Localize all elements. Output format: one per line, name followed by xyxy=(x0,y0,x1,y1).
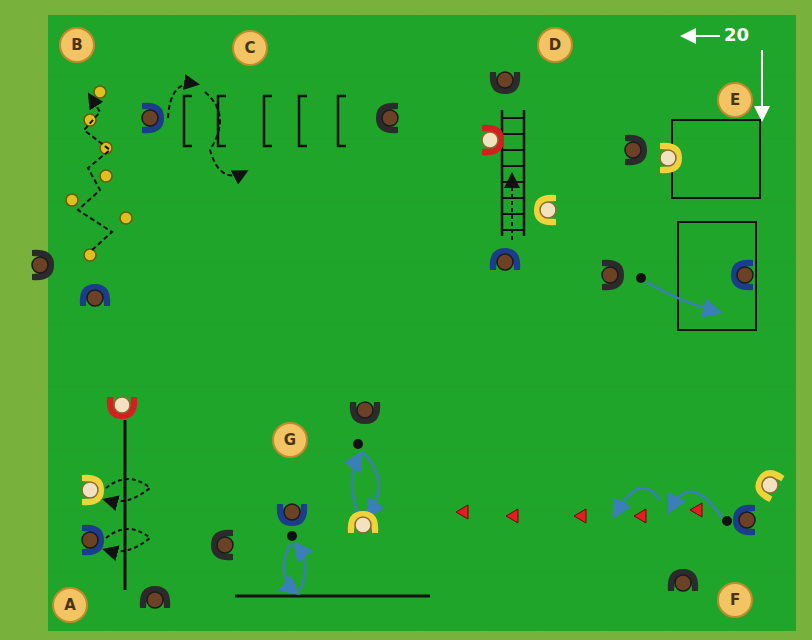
station-letter: D xyxy=(549,38,561,53)
station-letter: A xyxy=(64,598,76,613)
dimension-label: 20 xyxy=(724,26,749,44)
station-marker: G xyxy=(272,422,308,458)
station-letter: C xyxy=(244,41,255,56)
station-marker: E xyxy=(717,82,753,118)
station-marker: C xyxy=(232,30,268,66)
station-letter: G xyxy=(284,433,296,448)
station-marker: B xyxy=(59,27,95,63)
station-marker: A xyxy=(52,587,88,623)
station-marker: F xyxy=(717,582,753,618)
station-marker: D xyxy=(537,27,573,63)
station-letter: E xyxy=(730,93,740,108)
station-letter: B xyxy=(71,38,82,53)
station-letter: F xyxy=(730,593,740,608)
